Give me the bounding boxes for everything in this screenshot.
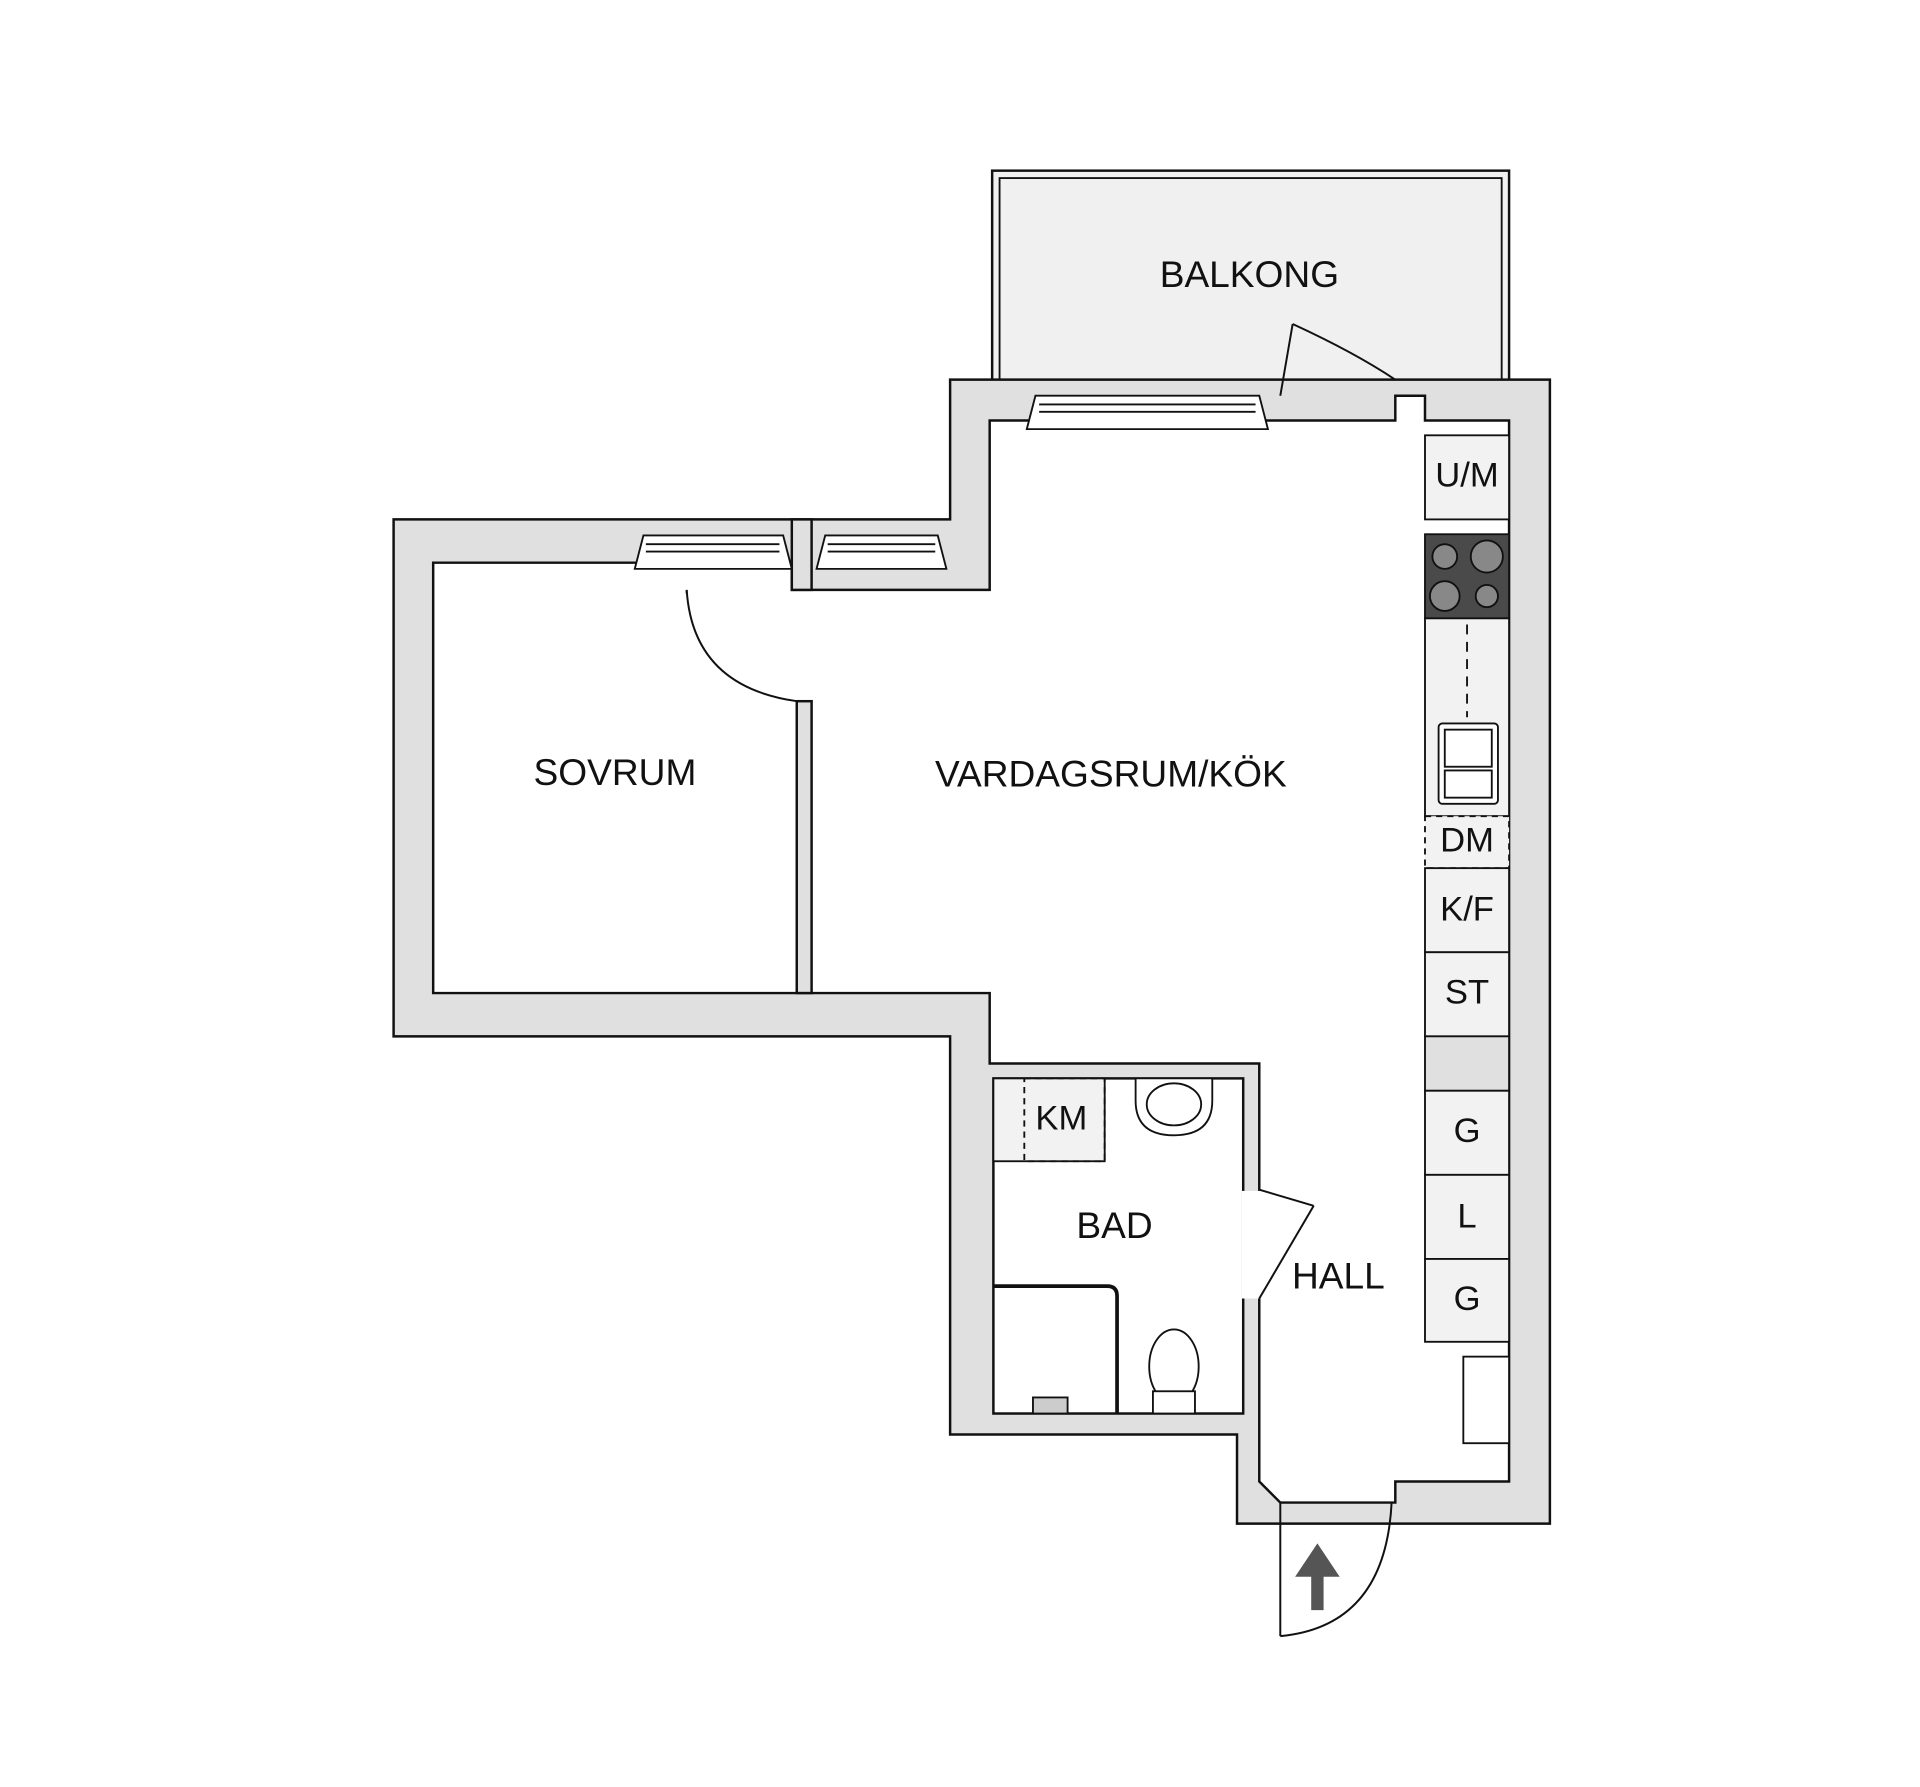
balcony: BALKONG bbox=[990, 169, 1511, 383]
room-label-living-kitchen: VARDAGSRUM/KÖK bbox=[935, 752, 1287, 794]
room-label-balcony: BALKONG bbox=[1160, 253, 1339, 295]
fixture-closet: ST bbox=[1445, 973, 1489, 1011]
bathroom-fixtures bbox=[992, 1077, 1214, 1415]
fixture-wardrobe-1: G bbox=[1454, 1112, 1481, 1150]
room-label-hall: HALL bbox=[1292, 1255, 1385, 1297]
kitchen-units bbox=[1424, 434, 1511, 1445]
room-label-bedroom: SOVRUM bbox=[534, 751, 697, 793]
fixture-wardrobe-2: G bbox=[1454, 1280, 1481, 1318]
fixture-dishwasher: DM bbox=[1440, 821, 1494, 859]
fixture-fridge: K/F bbox=[1440, 891, 1494, 929]
pier bbox=[790, 518, 813, 592]
fixture-linen: L bbox=[1457, 1197, 1476, 1235]
bathroom-door-opening bbox=[1241, 1190, 1262, 1299]
fixture-washing-machine: KM bbox=[1035, 1100, 1087, 1138]
windows bbox=[633, 394, 1270, 570]
doors bbox=[685, 323, 1396, 1638]
partition-wall bbox=[795, 699, 813, 995]
fixture-microwave: U/M bbox=[1435, 456, 1498, 494]
shower-rail bbox=[993, 1284, 1119, 1414]
room-label-bathroom: BAD bbox=[1076, 1204, 1152, 1246]
entrance-arrow-icon bbox=[1295, 1543, 1340, 1611]
